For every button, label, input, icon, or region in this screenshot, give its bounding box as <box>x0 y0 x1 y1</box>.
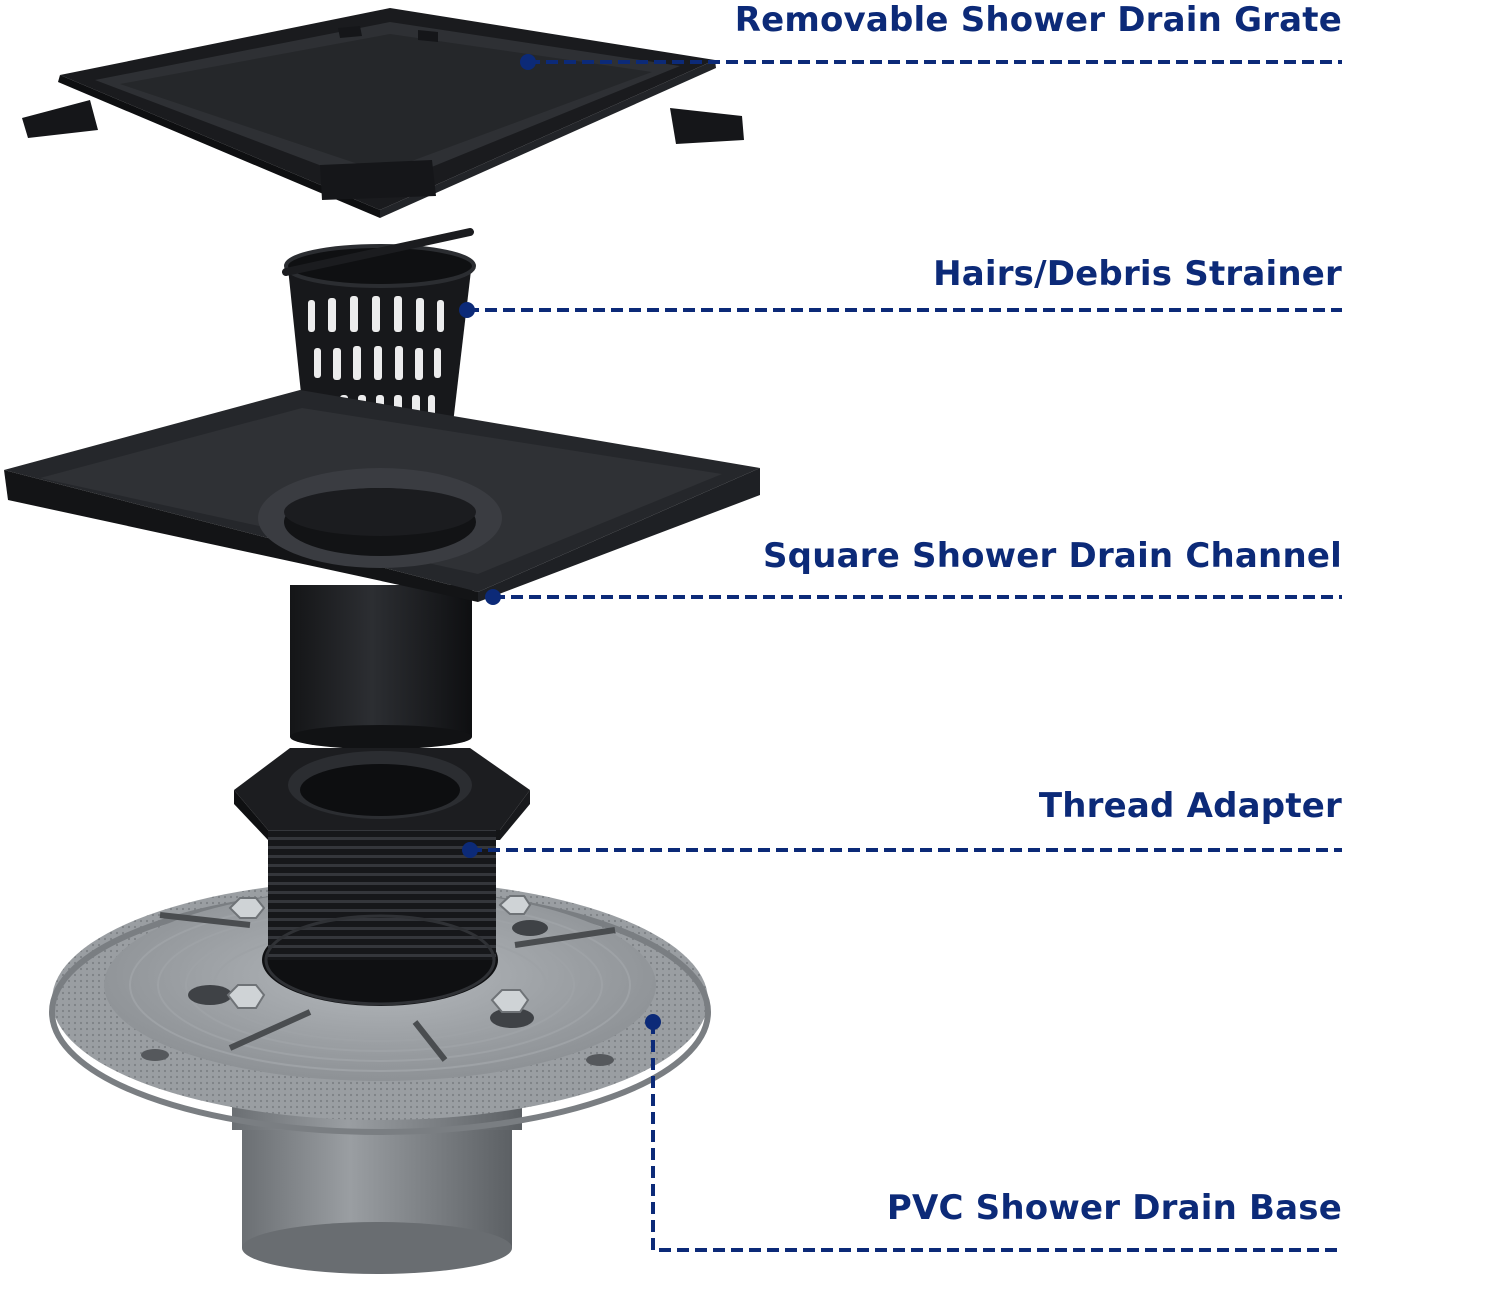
leader-lines <box>467 60 1342 1252</box>
removable-grate-part <box>22 8 744 218</box>
label-hairs-debris-strainer: Hairs/Debris Strainer <box>933 254 1342 294</box>
leader-dot-strainer <box>459 302 475 318</box>
leader-dots <box>459 54 661 1030</box>
leader-dot-base <box>645 1014 661 1030</box>
label-pvc-shower-drain-base: PVC Shower Drain Base <box>886 1188 1342 1228</box>
leader-dot-adapter <box>462 842 478 858</box>
label-thread-adapter: Thread Adapter <box>1038 786 1342 826</box>
label-removable-shower-drain-grate: Removable Shower Drain Grate <box>734 0 1342 40</box>
leader-dot-grate <box>520 54 536 70</box>
leader-dot-channel <box>485 589 501 605</box>
pvc-drain-base-part <box>49 830 711 1274</box>
label-square-shower-drain-channel: Square Shower Drain Channel <box>762 536 1342 576</box>
drain-channel-part <box>4 390 760 749</box>
leader-line-base <box>651 1022 1342 1252</box>
